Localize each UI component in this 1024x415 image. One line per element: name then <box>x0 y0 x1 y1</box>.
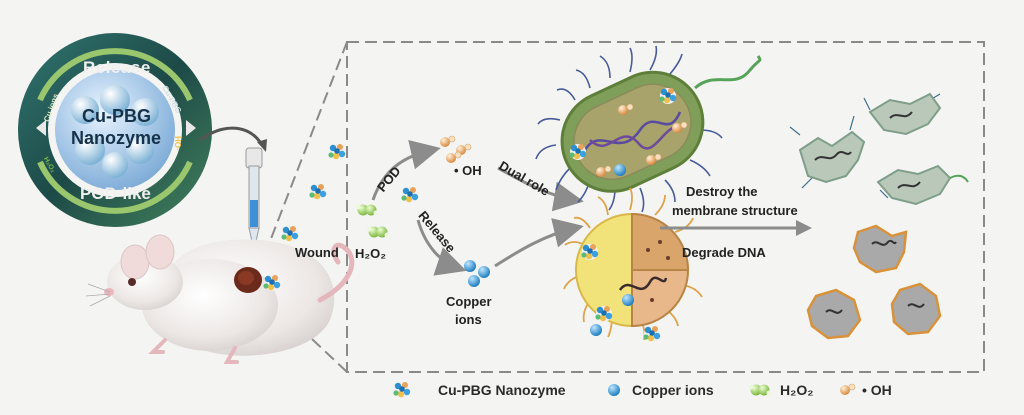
destroy-label-line1: Destroy the <box>686 184 758 199</box>
destroyed-bacteria-icon <box>789 92 969 206</box>
legend-copper-ions-label: Copper ions <box>632 382 714 398</box>
legend-nanozyme-label: Cu-PBG Nanozyme <box>438 382 566 398</box>
bacteria-rod-icon <box>535 45 762 213</box>
copper-ion-icon <box>468 275 480 287</box>
legend-oh-label: • OH <box>862 382 892 398</box>
ring-pod-like-label: POD-like <box>80 184 151 203</box>
copper-ion-icon <box>478 266 490 278</box>
copper-ions-label-line1: Copper <box>446 294 492 309</box>
wound-label: Wound <box>295 245 339 260</box>
h2o2-label: H₂O₂ <box>355 246 387 261</box>
mouse-icon <box>85 234 355 364</box>
ring-center-subtitle: Nanozyme <box>71 128 162 148</box>
ring-center-title: Cu-PBG <box>82 106 151 126</box>
destroyed-coccus-icon <box>806 224 942 340</box>
oh-label: • OH <box>454 163 482 178</box>
legend-h2o2-label: H₂O₂ <box>780 382 814 398</box>
legend-copper-ion-icon <box>608 384 620 396</box>
degrade-dna-label: Degrade DNA <box>682 245 766 260</box>
nanozyme-cycle-ring <box>18 33 212 227</box>
ring-release-label: Release <box>83 58 151 77</box>
copper-ion-icon <box>464 260 476 272</box>
copper-ions-label-line2: ions <box>455 312 482 327</box>
bacteria-coccus-icon <box>563 187 703 342</box>
zoom-dashed-box <box>346 41 985 373</box>
destroy-label-line2: membrane structure <box>672 203 798 218</box>
ring-ho-label: HO· <box>173 136 182 151</box>
